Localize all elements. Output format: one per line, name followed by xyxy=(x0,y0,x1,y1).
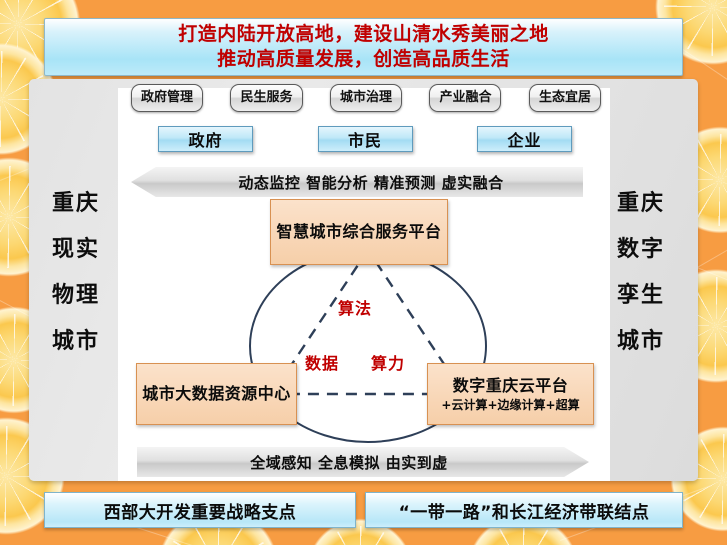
domain-pill-livelihood-services[interactable]: 民生服务 xyxy=(230,84,303,112)
footer-box-belt-and-road[interactable]: “一带一路”和长江经济带联结点 xyxy=(365,492,683,528)
footer-box-western-development[interactable]: 西部大开发重要战略支点 xyxy=(44,492,356,528)
domain-pill-industry-integration[interactable]: 产业融合 xyxy=(429,84,502,112)
actor-box-citizen[interactable]: 市民 xyxy=(317,126,413,152)
arrow-banner-bottom: 全域感知 全息模拟 由实到虚 xyxy=(137,447,589,477)
right-side-word: 数字 xyxy=(616,237,665,262)
domain-pill-government-management[interactable]: 政府管理 xyxy=(131,84,204,112)
vertex-label-computing-power: 算力 xyxy=(371,354,406,373)
domain-pill-row: 政府管理 民生服务 城市治理 产业融合 生态宜居 xyxy=(131,84,601,112)
node-box-city-big-data-center[interactable]: 城市大数据资源中心 xyxy=(136,363,297,425)
actor-row: 政府 市民 企业 xyxy=(158,126,572,152)
left-side-word: 物理 xyxy=(51,283,100,308)
title-line-1: 打造内陆开放高地，建设山清水秀美丽之地 xyxy=(178,23,549,45)
node-box-data-center-title: 城市大数据资源中心 xyxy=(142,384,291,403)
right-side-word: 城市 xyxy=(616,329,665,354)
title-line-2: 推动高质量发展，创造高品质生活 xyxy=(217,48,510,70)
node-box-smart-city-platform[interactable]: 智慧城市综合服务平台 xyxy=(270,199,448,265)
right-side-word: 孪生 xyxy=(616,283,665,308)
actor-box-enterprise[interactable]: 企业 xyxy=(477,126,572,152)
arrow-banner-top: 动态监控 智能分析 精准预测 虚实融合 xyxy=(131,167,583,197)
right-side-word: 重庆 xyxy=(616,191,665,216)
left-side-label-column: 重庆 现实 物理 城市 xyxy=(39,192,113,354)
left-side-word: 重庆 xyxy=(51,191,100,216)
left-side-word: 城市 xyxy=(51,329,100,354)
right-side-label-column: 重庆 数字 孪生 城市 xyxy=(604,192,678,354)
domain-pill-ecological-living[interactable]: 生态宜居 xyxy=(528,84,601,112)
domain-pill-urban-governance[interactable]: 城市治理 xyxy=(329,84,402,112)
vertex-label-algorithm: 算法 xyxy=(338,299,373,318)
slide-title-banner: 打造内陆开放高地，建设山清水秀美丽之地 推动高质量发展，创造高品质生活 xyxy=(44,18,683,76)
node-box-cloud-subtitle: +云计算+边缘计算+超算 xyxy=(441,398,580,412)
node-box-platform-title: 智慧城市综合服务平台 xyxy=(276,222,442,241)
node-box-digital-chongqing-cloud[interactable]: 数字重庆云平台 +云计算+边缘计算+超算 xyxy=(427,363,594,425)
vertex-label-data: 数据 xyxy=(305,354,340,373)
actor-box-government[interactable]: 政府 xyxy=(158,126,253,152)
node-box-cloud-title: 数字重庆云平台 xyxy=(452,376,569,395)
footer-row: 西部大开发重要战略支点 “一带一路”和长江经济带联结点 xyxy=(44,492,683,528)
left-side-word: 现实 xyxy=(51,237,100,262)
